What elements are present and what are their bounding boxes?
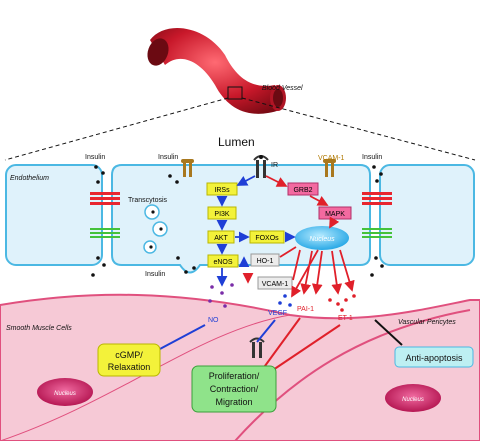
svg-text:cGMP/: cGMP/: [115, 350, 143, 360]
svg-text:MAPK: MAPK: [325, 211, 345, 218]
insulin-label-3: Insulin: [362, 154, 382, 161]
node-grb2: GRB2: [287, 182, 319, 196]
vcam-surface-receptor-icon: [181, 159, 336, 177]
ir-label: IR: [271, 162, 278, 169]
vegf-label: VEGF: [268, 310, 287, 317]
smooth-muscle-nucleus-left-label: Nucleus: [54, 391, 76, 397]
zoom-line-right: [241, 97, 476, 161]
outcome-connectors: [157, 317, 403, 373]
svg-text:Proliferation/: Proliferation/: [209, 371, 260, 381]
svg-text:AKT: AKT: [214, 235, 228, 242]
smooth-muscle-label: Smooth Muscle Cells: [6, 325, 72, 332]
svg-text:HO-1: HO-1: [257, 258, 274, 265]
svg-text:IRSs: IRSs: [214, 187, 230, 194]
endothelial-nucleus: [295, 226, 349, 250]
svg-text:GRB2: GRB2: [293, 187, 312, 194]
svg-text:Anti-apoptosis: Anti-apoptosis: [405, 353, 463, 363]
pericyte-nucleus-right-label: Nucleus: [402, 397, 424, 403]
secreted-factors: [208, 283, 356, 312]
insulin-label-2: Insulin: [158, 154, 178, 161]
blood-vessel-label: Blood Vessel: [262, 85, 303, 92]
endothelium-label: Endothelium: [10, 175, 49, 182]
inhibition-arrows: [242, 175, 355, 298]
node-enos: eNOS: [207, 254, 239, 268]
node-vcam1: VCAM-1: [257, 276, 293, 290]
et1-label: ET-1: [338, 315, 353, 322]
svg-text:VCAM-1: VCAM-1: [262, 281, 289, 288]
pericytes-label: Vascular Pericytes: [398, 319, 456, 326]
blood-vessel-illustration: [147, 28, 286, 114]
activation-arrows: [216, 175, 296, 287]
svg-text:FOXOs: FOXOs: [255, 235, 279, 242]
svg-text:Contraction/: Contraction/: [210, 384, 259, 394]
lumen-label: Lumen: [218, 135, 255, 149]
outcome-proliferation: Proliferation/ Contraction/ Migration: [191, 365, 277, 413]
endothelial-nucleus-label: Nucleus: [309, 236, 335, 243]
insulin-molecules: [91, 165, 384, 277]
node-foxos: FOXOs: [249, 230, 285, 244]
svg-text:PI3K: PI3K: [214, 211, 230, 218]
outcome-cgmp-relaxation: cGMP/ Relaxation: [97, 343, 161, 377]
svg-text:Relaxation: Relaxation: [108, 362, 151, 372]
zoom-line-left: [4, 97, 229, 161]
node-pi3k: PI3K: [207, 206, 237, 220]
node-irss: IRSs: [206, 182, 238, 196]
insulin-label-1: Insulin: [85, 154, 105, 161]
pericyte-nucleus-right: [385, 384, 441, 412]
insulin-receptor-icon: [253, 155, 269, 178]
svg-text:Migration: Migration: [215, 397, 252, 407]
node-ho1: HO-1: [250, 253, 280, 267]
pai1-label: PAI-1: [297, 306, 314, 313]
vcam-surface-label: VCAM-1: [318, 155, 345, 162]
svg-text:eNOS: eNOS: [213, 259, 232, 266]
transcytosis-label: Transcytosis: [128, 197, 168, 204]
no-label: NO: [208, 317, 219, 324]
smooth-muscle-receptor-icon: [249, 337, 265, 358]
outcome-anti-apoptosis: Anti-apoptosis: [394, 346, 474, 368]
insulin-label-4: Insulin: [145, 271, 165, 278]
node-akt: AKT: [207, 230, 235, 244]
endothelium-layer: [5, 164, 475, 274]
smooth-muscle-nucleus-left: [37, 378, 93, 406]
node-mapk: MAPK: [318, 206, 352, 220]
